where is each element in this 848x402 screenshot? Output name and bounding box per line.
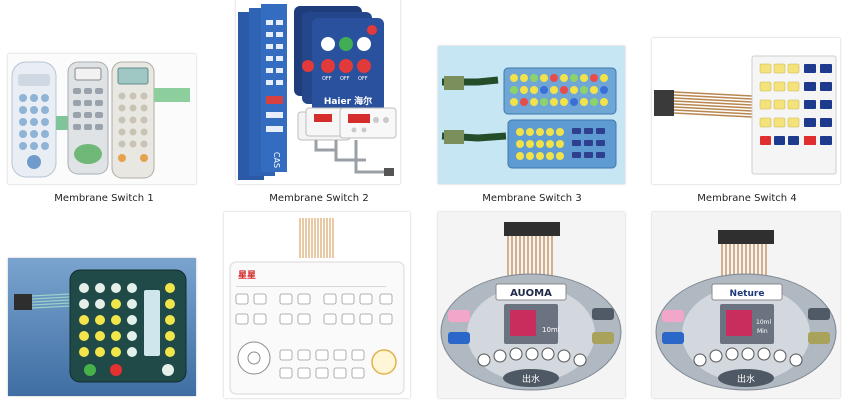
caption-membrane-switch-4: Membrane Switch 4	[697, 193, 797, 204]
membrane-switch-7-art: AUOMA 10ml 出水	[440, 222, 622, 391]
display-unit-8-min: Min	[757, 328, 768, 335]
membrane-switch-1-art	[11, 61, 190, 179]
membrane-switch-4-image[interactable]	[652, 38, 840, 184]
neture-logo: Neture	[730, 289, 765, 299]
outlet-label-1: 出水	[522, 373, 540, 385]
membrane-switch-5-image[interactable]	[8, 258, 196, 396]
brand-logo-cn: 星星	[238, 270, 256, 281]
membrane-switch-5-art	[8, 258, 196, 396]
outlet-label-2: 出水	[737, 373, 755, 385]
membrane-switch-6-art: 星星	[229, 218, 405, 395]
membrane-switch-7-image[interactable]: AUOMA 10ml 出水	[438, 212, 625, 398]
membrane-switch-2-image[interactable]: CAS OFF OFF OFF Haier 海尔	[236, 0, 400, 184]
membrane-switch-8-image[interactable]: Neture 10ml Min 出水	[652, 212, 840, 398]
cas-label: CAS	[272, 152, 281, 168]
off-label-3: OFF	[358, 76, 368, 82]
membrane-switch-1-image[interactable]	[8, 54, 196, 184]
membrane-switch-2-art: CAS OFF OFF OFF Haier 海尔	[238, 4, 397, 180]
haier-logo: Haier 海尔	[324, 95, 372, 107]
membrane-switch-8-art: Neture 10ml Min 出水	[655, 230, 837, 391]
membrane-switch-4-art	[654, 55, 837, 175]
membrane-switch-3-image[interactable]	[438, 46, 625, 184]
membrane-switch-6-image[interactable]: 星星	[224, 212, 410, 398]
caption-membrane-switch-3: Membrane Switch 3	[482, 193, 582, 204]
display-unit-8: 10ml	[756, 319, 771, 326]
membrane-switch-3-art	[441, 67, 617, 169]
display-unit: 10ml	[542, 326, 560, 334]
caption-membrane-switch-1: Membrane Switch 1	[54, 193, 154, 204]
auoma-logo: AUOMA	[510, 288, 552, 299]
caption-membrane-switch-2: Membrane Switch 2	[269, 193, 369, 204]
off-label-1: OFF	[322, 76, 332, 82]
off-label-2: OFF	[340, 76, 350, 82]
